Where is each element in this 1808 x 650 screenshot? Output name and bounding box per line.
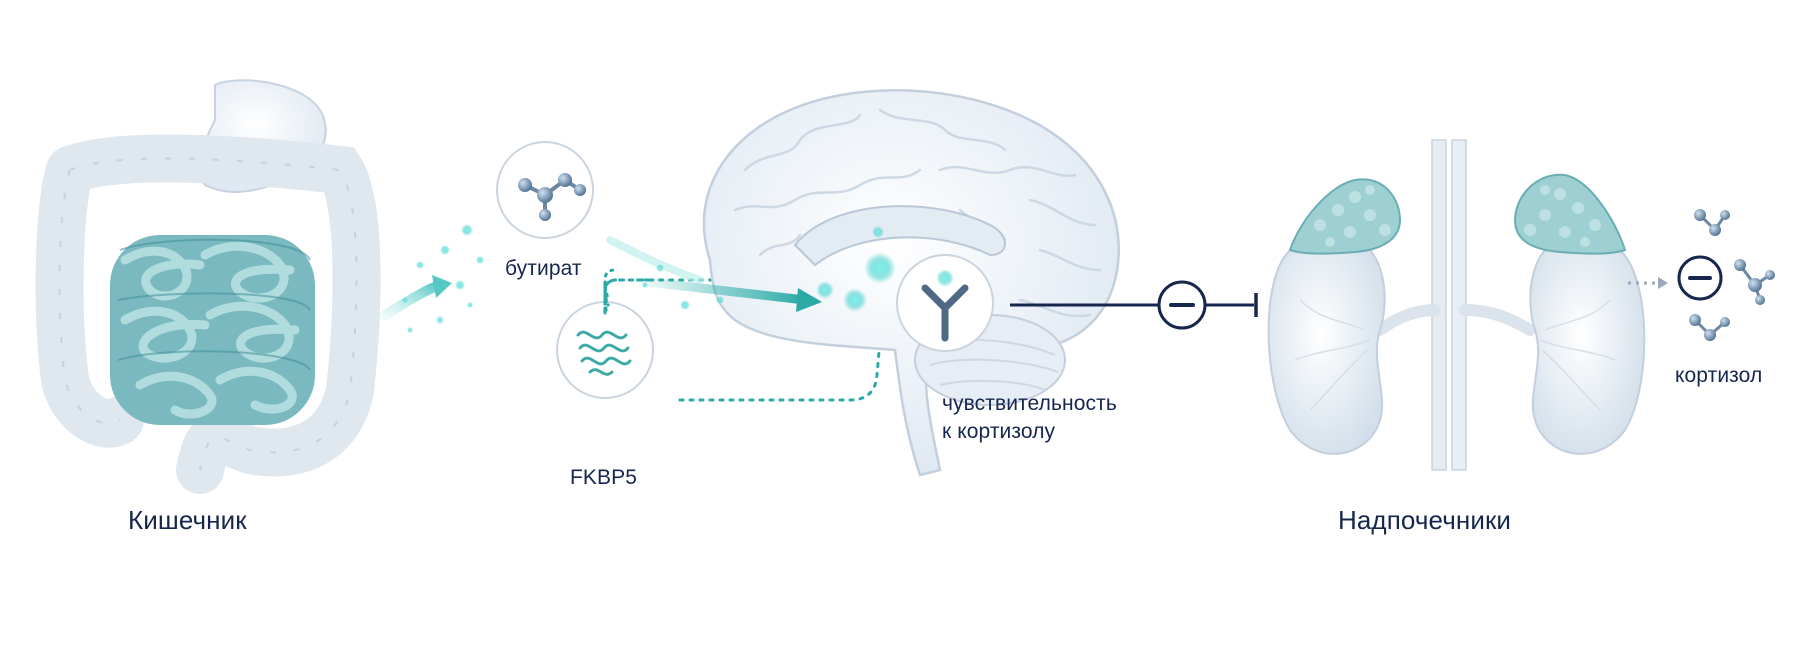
adrenals-illustration	[1267, 139, 1646, 471]
gut-illustration	[35, 79, 381, 494]
fkbp5-label: FKBP5	[570, 466, 638, 489]
cortisol-sensitivity-line1: чувствительность	[942, 392, 1117, 415]
cortisol-sensitivity-label: чувствительность к кортизолу	[942, 390, 1117, 446]
protein-coil-icon	[576, 330, 632, 376]
molecule-icon	[518, 173, 586, 221]
cortisol-label: кортизол	[1675, 364, 1763, 387]
butyrate-label: бутират	[505, 257, 582, 280]
fkbp5-to-receptor-lower	[678, 338, 882, 402]
butyrate-molecule-badge	[496, 141, 594, 239]
butyrate-to-brain-arrow	[606, 236, 822, 312]
gut-label: Кишечник	[128, 505, 247, 535]
cortisol-output	[1628, 209, 1775, 341]
cortisol-molecules	[1689, 209, 1775, 341]
adrenals-label: Надпочечники	[1338, 505, 1512, 535]
receptor-y-icon	[921, 269, 969, 342]
cortisol-sensitivity-line2: к кортизолу	[942, 420, 1056, 443]
butyrate-particles	[380, 224, 484, 333]
inhibition-line	[1010, 280, 1258, 330]
receptor-badge	[896, 254, 994, 352]
fkbp5-protein-badge	[556, 301, 654, 399]
